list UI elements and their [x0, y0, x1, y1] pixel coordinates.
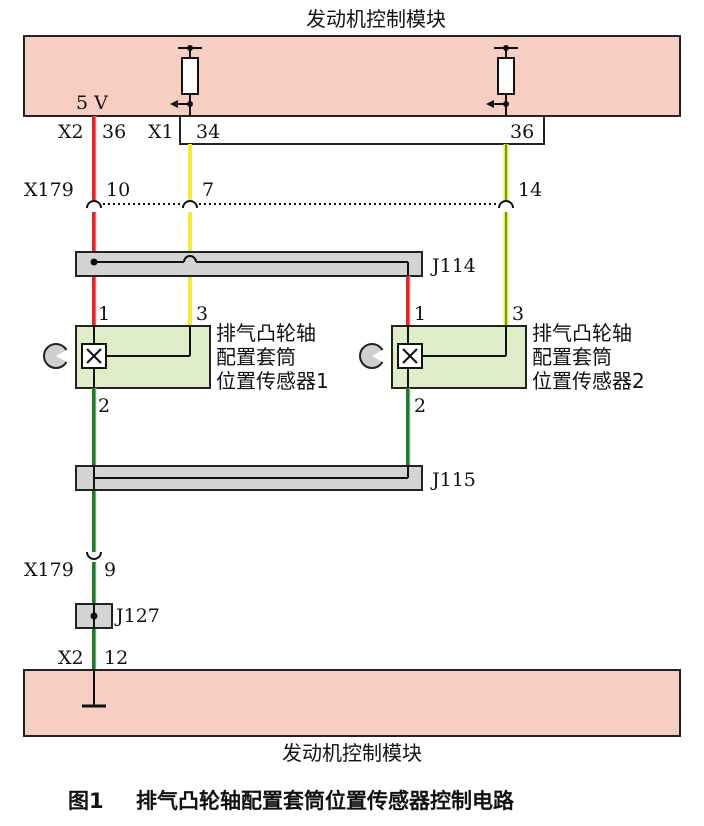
- x1-connector: [179, 115, 545, 145]
- x179-bottom-connector: [86, 551, 102, 560]
- sensor1-pin1: 1: [98, 303, 110, 325]
- x2-bottom-label: X2: [58, 647, 84, 669]
- x1-pin-34: 34: [196, 121, 220, 143]
- pullup-resistor-2: [486, 45, 518, 140]
- sensor1-name-line3: 位置传感器1: [216, 369, 329, 393]
- x2-top-pin: 36: [102, 121, 126, 143]
- sensor2-name-line2: 配置套筒: [532, 345, 612, 369]
- sensor2-name-line1: 排气凸轮轴: [532, 321, 632, 345]
- x179-top-label: X179: [24, 179, 74, 201]
- x2-bottom-pin: 12: [104, 647, 128, 669]
- target-wheel-2-icon: [359, 343, 386, 369]
- x179-bottom-label: X179: [24, 559, 74, 581]
- j127-splice: [75, 603, 113, 629]
- j127-label: J127: [114, 605, 160, 627]
- x179-pin-14: 14: [518, 179, 542, 201]
- x1-pin-36: 36: [510, 121, 534, 143]
- target-wheel-1-icon: [43, 343, 70, 369]
- ecm-top-title: 发动机控制模块: [306, 7, 446, 31]
- voltage-label: 5 V: [76, 92, 108, 114]
- sensor1-name-line2: 配置套筒: [216, 345, 296, 369]
- sensor2-pin3: 3: [512, 303, 524, 325]
- sensor2-pin2: 2: [414, 395, 426, 417]
- x179-pin-10: 10: [106, 179, 130, 201]
- j114-splice: [75, 251, 423, 277]
- ecm-bottom-title: 发动机控制模块: [282, 741, 422, 765]
- figure-caption-text: 排气凸轮轴配置套筒位置传感器控制电路: [136, 789, 515, 813]
- x2-top-label: X2: [58, 121, 84, 143]
- sensor-1: [75, 325, 211, 389]
- j115-splice: [75, 465, 423, 491]
- ecm-bottom-module: [23, 669, 681, 737]
- sensor-2: [391, 325, 527, 389]
- sensor2-pin1: 1: [414, 303, 426, 325]
- wire-green-ground: [92, 388, 411, 670]
- wire-red-5v: [92, 116, 97, 326]
- sensor1-name-line1: 排气凸轮轴: [216, 321, 316, 345]
- sensor1-pin3: 3: [196, 303, 208, 325]
- wire-red-sensor2: [406, 276, 411, 326]
- figure-caption-label: 图1: [68, 789, 104, 813]
- x1-label: X1: [148, 121, 174, 143]
- x179-pin-9: 9: [104, 559, 116, 581]
- x179-pin-7: 7: [202, 179, 214, 201]
- x179-top-connector: [86, 200, 514, 209]
- sensor2-name-line3: 位置传感器2: [532, 369, 645, 393]
- j114-label: J114: [430, 255, 476, 277]
- sensor1-pin2: 2: [98, 395, 110, 417]
- pullup-resistor-1: [170, 45, 202, 140]
- ecm-top-module: [23, 35, 681, 117]
- ground-symbol-icon: [82, 670, 106, 708]
- j115-label: J115: [430, 469, 476, 491]
